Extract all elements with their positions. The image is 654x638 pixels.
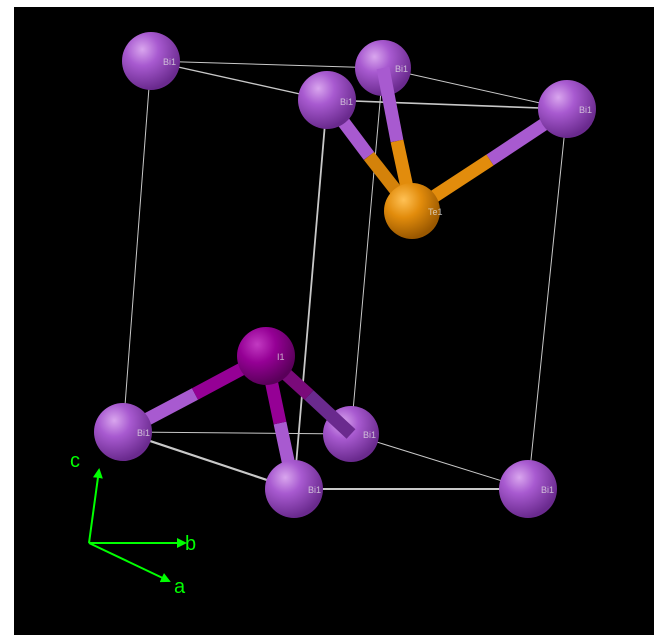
unit-cell xyxy=(122,60,568,491)
cell-edge xyxy=(350,433,529,490)
atom-bi-bottom-front-left[interactable]: Bi1 xyxy=(265,460,323,518)
cell-edge xyxy=(350,67,384,435)
atom-label: Bi1 xyxy=(363,430,376,440)
bi-atom-sphere xyxy=(298,71,356,129)
atom-label: Te1 xyxy=(428,207,443,217)
atom-te-center[interactable]: Te1 xyxy=(384,183,443,239)
atom-label: Bi1 xyxy=(541,485,554,495)
bond xyxy=(304,390,356,439)
axis-b-label: b xyxy=(185,533,196,555)
atom-label: Bi1 xyxy=(308,485,321,495)
atom-bi-top-front-right[interactable]: Bi1 xyxy=(538,80,596,138)
cell-edge xyxy=(122,430,295,491)
axis-c-label: c xyxy=(70,450,80,472)
bi-atom-sphere xyxy=(265,460,323,518)
structure-viewer[interactable]: Bi1 Bi1 Bi1 Bi1 Te1 I1 xyxy=(14,7,654,635)
atom-label: Bi1 xyxy=(340,97,353,107)
cell-edge xyxy=(527,108,568,490)
bi-atom-sphere xyxy=(122,32,180,90)
bi-atom-sphere xyxy=(538,80,596,138)
bi-atom-sphere xyxy=(499,460,557,518)
cell-edge xyxy=(326,99,568,110)
atom-bi-bottom-front-right[interactable]: Bi1 xyxy=(499,460,557,518)
axis-a-arrow xyxy=(88,542,171,583)
atom-label: I1 xyxy=(277,352,285,362)
atom-i-center[interactable]: I1 xyxy=(237,327,295,385)
cell-edge xyxy=(382,67,568,110)
cell-edge xyxy=(122,431,352,435)
atom-label: Bi1 xyxy=(579,105,592,115)
cell-edge xyxy=(150,60,384,69)
atom-bi-top-back-left[interactable]: Bi1 xyxy=(122,32,180,90)
bond xyxy=(376,66,404,143)
axis-indicator: c b a xyxy=(70,450,196,598)
atom-bi-bottom-back-right-label: Bi1 xyxy=(363,430,376,440)
cell-edge xyxy=(293,99,328,490)
atom-label: Bi1 xyxy=(395,64,408,74)
atom-bi-top-front-left[interactable]: Bi1 xyxy=(298,71,356,129)
cell-edge xyxy=(150,60,328,101)
axis-c-arrow xyxy=(88,468,103,544)
te-atom-sphere xyxy=(384,183,440,239)
axis-a-label: a xyxy=(174,576,186,598)
i-atom-sphere xyxy=(237,327,295,385)
atom-label: Bi1 xyxy=(137,428,150,438)
bi-atom-sphere xyxy=(94,403,152,461)
atom-label: Bi1 xyxy=(163,57,176,67)
cell-edge xyxy=(122,60,152,433)
atom-bi-bottom-back-left[interactable]: Bi1 xyxy=(94,403,152,461)
